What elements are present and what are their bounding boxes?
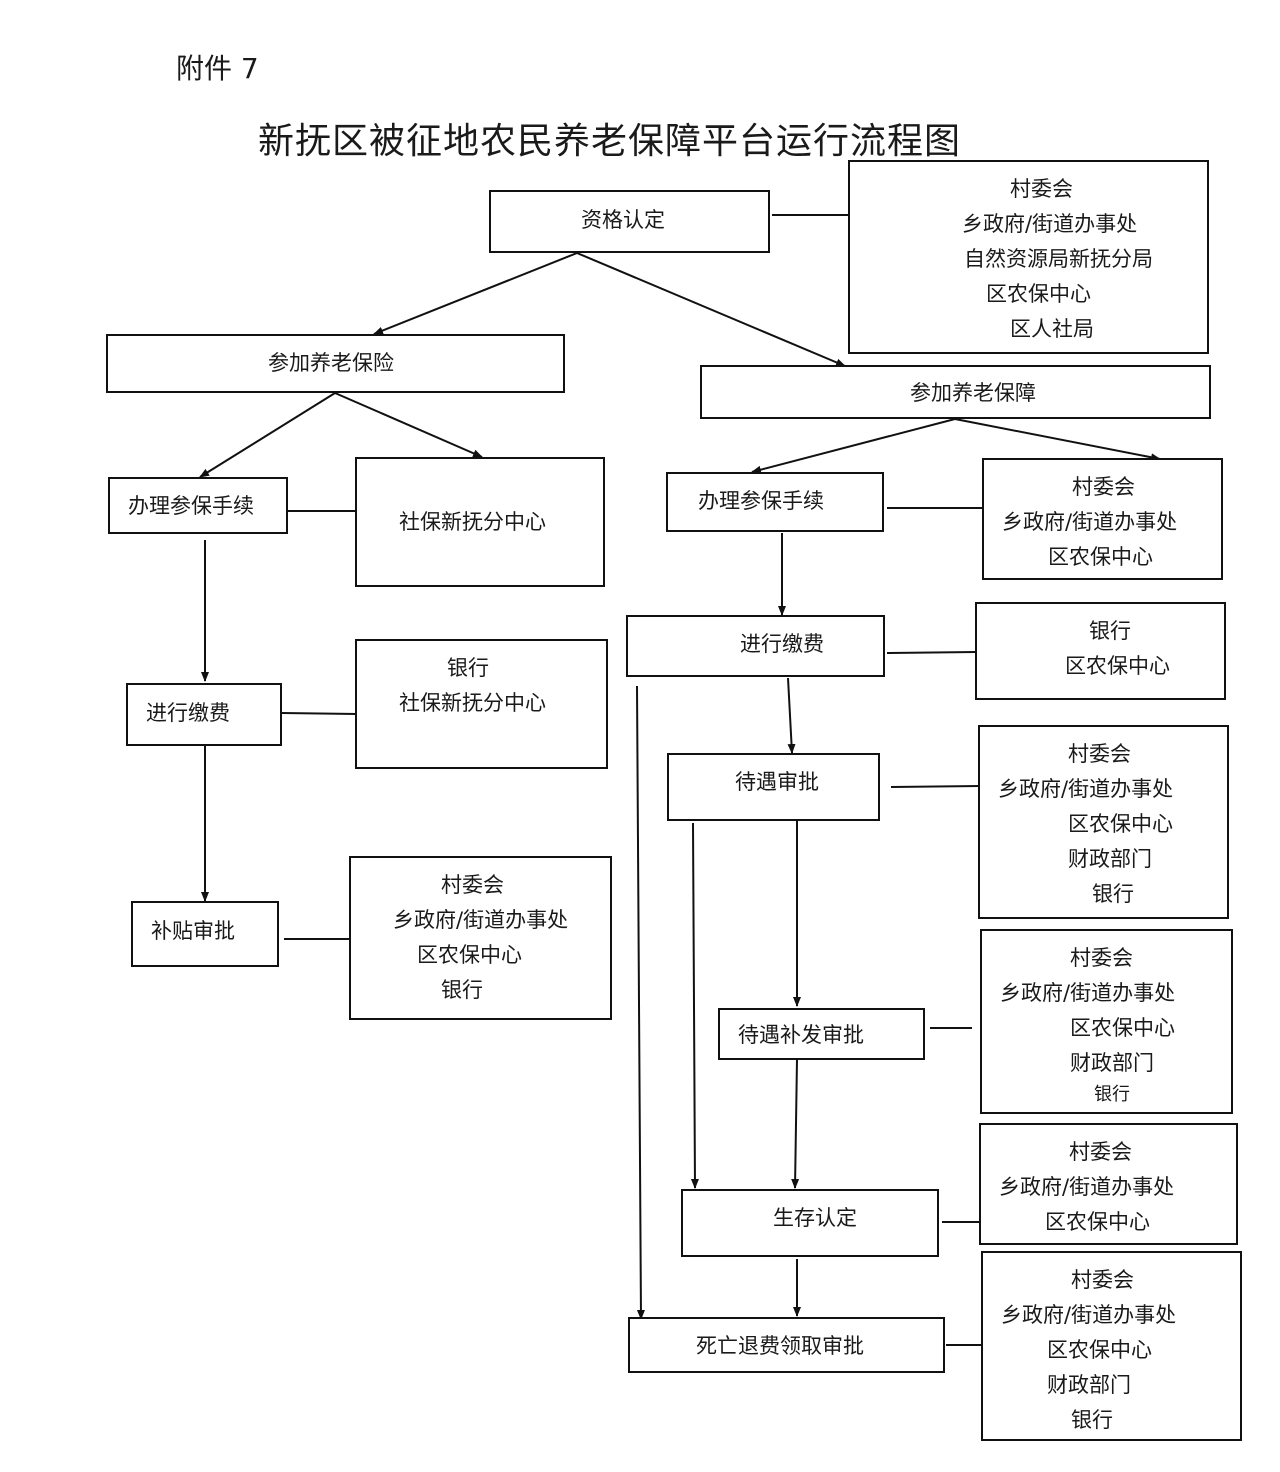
department-item: 银行 xyxy=(1092,882,1134,906)
arrow-to-right-departments xyxy=(954,418,1161,462)
departments-right-payment: 银行 区农保中心 xyxy=(975,602,1226,700)
department-item: 村委会 xyxy=(1072,475,1135,499)
department-item: 区农保中心 xyxy=(1068,812,1173,836)
department-item: 村委会 xyxy=(1071,1268,1134,1292)
department-item: 区人社局 xyxy=(1010,317,1094,341)
department-item: 区农保中心 xyxy=(1048,545,1153,569)
step-right-survival: 生存认定 xyxy=(681,1189,939,1257)
department-item: 乡政府/街道办事处 xyxy=(1000,981,1176,1005)
department-item: 社保新抚分中心 xyxy=(399,691,546,715)
departments-qualification: 村委会 乡政府/街道办事处 自然资源局新抚分局 区农保中心 区人社局 xyxy=(848,160,1209,354)
step-join-insurance: 参加养老保险 xyxy=(106,334,565,393)
step-left-payment: 进行缴费 xyxy=(126,683,282,746)
arrow-right-reissue-to-survival xyxy=(791,1058,800,1189)
step-label: 补贴审批 xyxy=(151,919,235,943)
step-right-procedure: 办理参保手续 xyxy=(666,472,884,532)
department-item: 区农保中心 xyxy=(417,943,522,967)
step-qualification: 资格认定 xyxy=(489,190,770,253)
department-item: 乡政府/街道办事处 xyxy=(1001,1303,1177,1327)
department-item: 乡政府/街道办事处 xyxy=(1002,510,1178,534)
departments-left-subsidy: 村委会 乡政府/街道办事处 区农保中心 银行 xyxy=(349,856,612,1020)
department-item: 村委会 xyxy=(1068,742,1131,766)
department-item: 乡政府/街道办事处 xyxy=(999,1175,1175,1199)
departments-right-death: 村委会 乡政府/街道办事处 区农保中心 财政部门 银行 xyxy=(981,1251,1242,1441)
arrow-to-left-procedure xyxy=(199,392,336,478)
step-left-subsidy: 补贴审批 xyxy=(131,901,279,967)
department-item: 乡政府/街道办事处 xyxy=(393,908,569,932)
step-right-death: 死亡退费领取审批 xyxy=(628,1317,945,1373)
step-label: 参加养老保障 xyxy=(910,381,1036,405)
step-label: 办理参保手续 xyxy=(698,489,824,513)
department-item: 银行 xyxy=(441,978,483,1002)
step-right-reissue: 待遇补发审批 xyxy=(718,1008,925,1060)
department-item: 区农保中心 xyxy=(1047,1338,1152,1362)
arrow-to-join-insurance xyxy=(373,252,578,335)
department-item: 财政部门 xyxy=(1070,1051,1154,1075)
departments-right-survival: 村委会 乡政府/街道办事处 区农保中心 xyxy=(979,1123,1238,1245)
arrow-to-right-procedure xyxy=(751,418,956,474)
department-item: 乡政府/街道办事处 xyxy=(962,212,1138,236)
departments-right-procedure: 村委会 乡政府/街道办事处 区农保中心 xyxy=(982,458,1223,580)
attachment-label: 附件 7 xyxy=(176,52,259,85)
department-item: 银行 xyxy=(447,656,489,680)
department-item: 村委会 xyxy=(441,873,504,897)
department-item: 银行 xyxy=(1089,619,1131,643)
arrow-right-benefit-to-survival xyxy=(690,822,699,1189)
arrow-right-payment-to-death xyxy=(636,685,645,1320)
department-item: 区农保中心 xyxy=(1045,1210,1150,1234)
arrow-to-left-center xyxy=(334,392,483,458)
step-label: 待遇补发审批 xyxy=(738,1023,864,1047)
link-right-payment-departments xyxy=(886,651,977,654)
department-item: 村委会 xyxy=(1070,946,1133,970)
arrow-right-payment-to-benefit xyxy=(787,677,796,754)
department-item: 村委会 xyxy=(1069,1140,1132,1164)
department-item: 村委会 xyxy=(1010,177,1073,201)
step-label: 资格认定 xyxy=(581,208,665,232)
step-label: 待遇审批 xyxy=(735,770,819,794)
step-label: 死亡退费领取审批 xyxy=(696,1334,864,1358)
step-label: 进行缴费 xyxy=(740,632,824,656)
arrow-to-join-security xyxy=(576,252,846,367)
department-item: 银行 xyxy=(1094,1084,1130,1105)
department-item: 自然资源局新抚分局 xyxy=(964,247,1153,271)
link-right-benefit-departments xyxy=(890,785,981,788)
step-left-procedure: 办理参保手续 xyxy=(108,477,288,534)
step-label: 生存认定 xyxy=(773,1206,857,1230)
departments-left-procedure: 社保新抚分中心 xyxy=(355,457,605,587)
step-right-benefit: 待遇审批 xyxy=(667,753,880,821)
link-left-payment-departments xyxy=(281,712,358,715)
department-item: 社保新抚分中心 xyxy=(399,510,546,534)
department-item: 区农保中心 xyxy=(1065,654,1170,678)
departments-left-payment: 银行 社保新抚分中心 xyxy=(355,639,608,769)
department-item: 财政部门 xyxy=(1068,847,1152,871)
diagram-title: 新抚区被征地农民养老保障平台运行流程图 xyxy=(258,121,962,162)
department-item: 财政部门 xyxy=(1047,1373,1131,1397)
department-item: 区农保中心 xyxy=(986,282,1091,306)
departments-right-reissue: 村委会 乡政府/街道办事处 区农保中心 财政部门 银行 xyxy=(980,929,1233,1114)
department-item: 乡政府/街道办事处 xyxy=(998,777,1174,801)
step-label: 进行缴费 xyxy=(146,701,230,725)
department-item: 区农保中心 xyxy=(1070,1016,1175,1040)
department-item: 银行 xyxy=(1071,1408,1113,1432)
step-join-security: 参加养老保障 xyxy=(700,365,1211,419)
step-label: 参加养老保险 xyxy=(268,351,394,375)
departments-right-benefit: 村委会 乡政府/街道办事处 区农保中心 财政部门 银行 xyxy=(978,725,1229,919)
step-label: 办理参保手续 xyxy=(128,494,254,518)
step-right-payment: 进行缴费 xyxy=(626,615,885,677)
